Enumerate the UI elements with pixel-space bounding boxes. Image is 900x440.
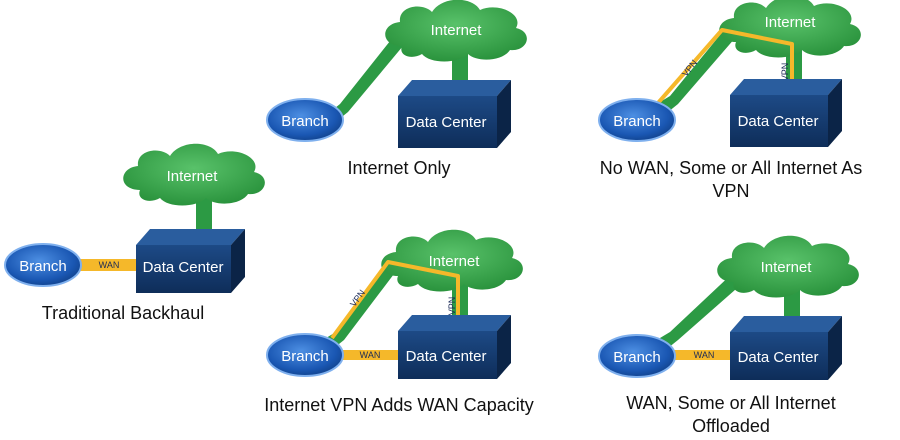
- data-center-box: Data Center: [136, 229, 245, 293]
- branch-label: Branch: [613, 349, 661, 366]
- internet-label: Internet: [765, 14, 817, 31]
- vpn-label-vertical: VPN: [780, 63, 790, 82]
- vpn-tunnel: [330, 260, 460, 340]
- internet-cloud: Internet: [381, 229, 523, 292]
- diagram-no-wan: Internet VPN VPN Data Center Branch No W…: [598, 0, 862, 201]
- internet-label: Internet: [761, 259, 813, 276]
- branch-internet-link: [660, 270, 744, 348]
- branch-internet-link: [660, 18, 742, 112]
- wan-label: WAN: [694, 350, 715, 360]
- vpn-tunnel: [656, 28, 794, 105]
- branch-label: Branch: [281, 113, 329, 130]
- data-center-label: Data Center: [406, 348, 487, 365]
- caption-line-2: Offloaded: [692, 416, 770, 436]
- caption-line-2: VPN: [712, 181, 749, 201]
- data-center-label: Data Center: [738, 113, 819, 130]
- data-center-label: Data Center: [738, 349, 819, 366]
- internet-cloud: Internet: [719, 0, 861, 58]
- diagram-internet-only: Internet Data Center Branch Internet Onl…: [266, 0, 527, 178]
- branch-node: Branch: [266, 98, 344, 142]
- branch-node: Branch: [598, 98, 676, 142]
- branch-internet-link: [330, 26, 408, 120]
- branch-node: Branch: [4, 243, 82, 287]
- data-center-label: Data Center: [143, 259, 224, 276]
- wan-label: WAN: [99, 260, 120, 270]
- data-center-box: Data Center: [730, 79, 842, 147]
- branch-label: Branch: [281, 348, 329, 365]
- data-center-box: Data Center: [398, 80, 511, 148]
- branch-node: Branch: [598, 334, 676, 378]
- branch-node: Branch: [266, 333, 344, 377]
- diagram-internet-vpn: Internet VPN VPN WAN Data Center Branch …: [264, 229, 534, 415]
- vpn-label-vertical: VPN: [447, 297, 457, 316]
- internet-label: Internet: [431, 22, 483, 39]
- data-center-label: Data Center: [406, 114, 487, 131]
- caption-line-1: WAN, Some or All Internet: [626, 393, 835, 413]
- internet-cloud: Internet: [385, 0, 527, 62]
- wan-link: [78, 259, 138, 271]
- internet-label: Internet: [167, 168, 219, 185]
- wan-link: [674, 350, 734, 360]
- caption: Traditional Backhaul: [42, 303, 204, 323]
- branch-label: Branch: [19, 258, 67, 275]
- internet-cloud: Internet: [717, 235, 859, 298]
- data-center-box: Data Center: [398, 315, 511, 379]
- wan-label: WAN: [360, 350, 381, 360]
- branch-internet-link: [326, 254, 400, 348]
- caption: Internet VPN Adds WAN Capacity: [264, 395, 533, 415]
- data-center-box: Data Center: [730, 316, 842, 380]
- wan-link: [340, 350, 400, 360]
- diagram-traditional-backhaul: Internet WAN Data Center Branch Traditio…: [4, 143, 265, 323]
- internet-cloud: Internet: [123, 143, 265, 206]
- diagram-offloaded: Internet WAN Data Center Branch WAN, Som…: [598, 235, 859, 436]
- internet-label: Internet: [429, 253, 481, 270]
- caption: Internet Only: [347, 158, 450, 178]
- branch-label: Branch: [613, 113, 661, 130]
- caption-line-1: No WAN, Some or All Internet As: [600, 158, 862, 178]
